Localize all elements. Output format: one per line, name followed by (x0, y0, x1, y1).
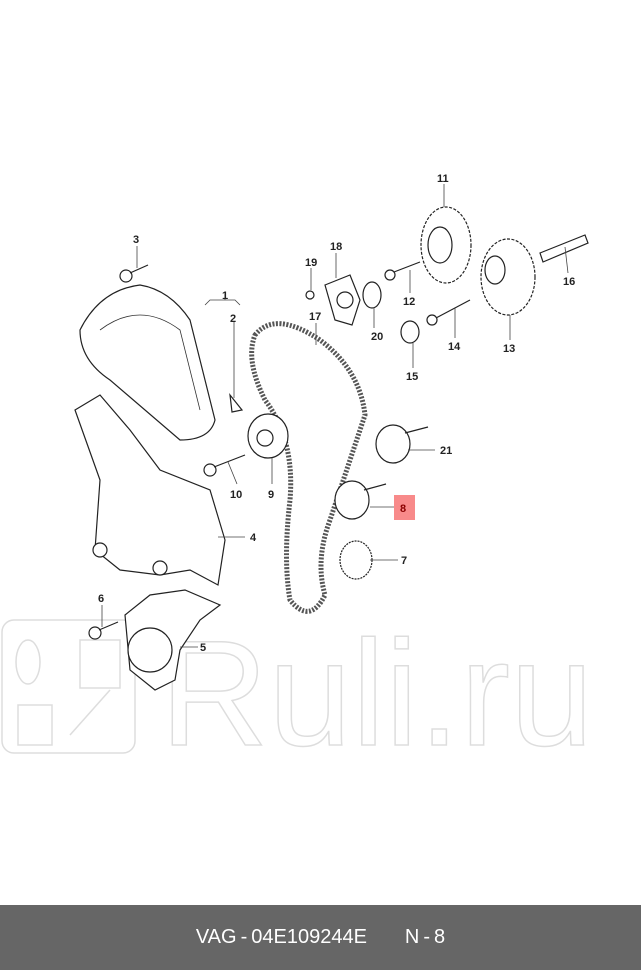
callout-5[interactable]: 5 (200, 642, 206, 654)
position-label: N (404, 926, 420, 948)
callout-18[interactable]: 18 (330, 241, 342, 253)
callout-2[interactable]: 2 (230, 313, 236, 325)
callout-17[interactable]: 17 (309, 311, 321, 323)
shaft-pin[interactable] (539, 234, 589, 263)
callout-20[interactable]: 20 (371, 331, 383, 343)
washer-15[interactable] (400, 320, 420, 344)
camshaft-sprocket[interactable] (420, 206, 472, 284)
position-number: 8 (434, 926, 446, 948)
tensioner-pulley[interactable] (247, 413, 289, 459)
callout-4[interactable]: 4 (250, 532, 257, 544)
callout-16[interactable]: 16 (563, 276, 575, 288)
leader-lines (101, 184, 569, 648)
callout-10[interactable]: 10 (230, 489, 242, 501)
watermark-text: Ruli.ru (160, 609, 593, 777)
bolt-6[interactable] (88, 621, 119, 640)
idler-roller-21[interactable] (375, 424, 429, 464)
callout-11[interactable]: 11 (437, 173, 449, 185)
callout-1[interactable]: 1 (222, 290, 228, 302)
bolt-19[interactable] (305, 290, 315, 300)
idler-roller-8[interactable] (334, 480, 387, 520)
separator: - (240, 926, 248, 948)
crankshaft-sprocket[interactable] (339, 540, 373, 580)
highlight-box (394, 495, 415, 520)
bolt-3[interactable] (119, 264, 149, 283)
upper-timing-cover[interactable] (79, 284, 216, 441)
bolt-10[interactable] (203, 454, 246, 477)
o-ring[interactable] (362, 281, 382, 309)
callout-21[interactable]: 21 (440, 445, 452, 457)
watermark-logo: Ruli.ru (1, 608, 594, 778)
callout-15[interactable]: 15 (406, 371, 418, 383)
callout-13[interactable]: 13 (503, 343, 515, 355)
pump-housing[interactable] (324, 274, 361, 326)
callout-3[interactable]: 3 (133, 234, 139, 246)
footer-bar: VAG - 04E109244E N - 8 (0, 905, 641, 970)
parts-diagram: Ruli.ru (1, 173, 594, 778)
callout-7[interactable]: 7 (401, 555, 407, 567)
callout-9[interactable]: 9 (268, 489, 274, 501)
brand: VAG (195, 926, 237, 948)
camshaft-sprocket-2[interactable] (480, 238, 536, 316)
callout-8[interactable]: 8 (400, 503, 406, 515)
clip[interactable] (229, 392, 244, 413)
callout-19[interactable]: 19 (305, 257, 317, 269)
callout-14[interactable]: 14 (448, 341, 461, 353)
timing-belt[interactable] (249, 321, 368, 614)
bolt-14[interactable] (426, 299, 471, 326)
callout-12[interactable]: 12 (403, 296, 415, 308)
bolt-12[interactable] (384, 261, 421, 281)
part-number: 04E109244E (251, 926, 367, 948)
separator-2: - (423, 926, 431, 948)
callout-6[interactable]: 6 (98, 593, 104, 605)
